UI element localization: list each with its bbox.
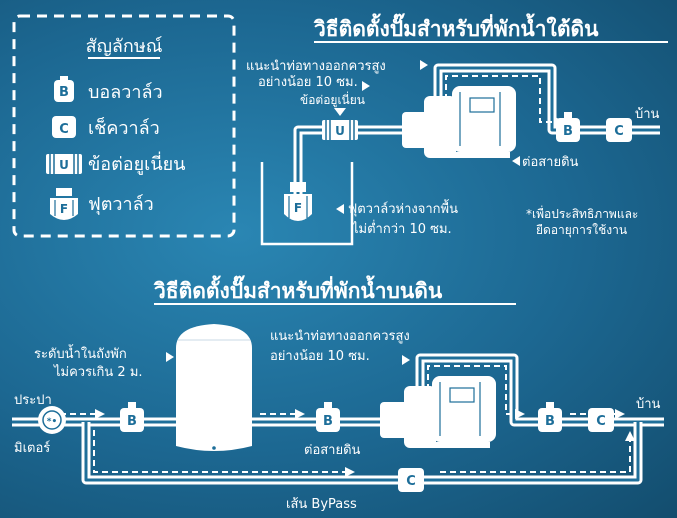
underground-efficiency-note-1: *เพื่อประสิทธิภาพและ <box>526 205 638 221</box>
bypass-label: เส้น ByPass <box>286 497 357 512</box>
underground-section: วิธีติดตั้งปั๊มสำหรับที่พักน้ำใต้ดิน แนะ… <box>246 13 668 246</box>
svg-text:C: C <box>614 124 624 139</box>
underground-outlet-note-1: แนะนำท่อทางออกควรสูง <box>246 59 386 74</box>
underground-tank <box>260 162 354 246</box>
aboveground-ball-valve-3-icon: B <box>538 402 562 432</box>
svg-text:B: B <box>127 414 137 429</box>
svg-text:B: B <box>545 414 555 429</box>
aboveground-section: วิธีติดตั้งปั๊มสำหรับที่พักน้ำบนดิน แนะน… <box>12 275 664 512</box>
water-meter-icon: *• <box>38 406 66 434</box>
svg-text:U: U <box>59 158 69 172</box>
svg-text:B: B <box>59 85 69 100</box>
underground-pump-icon <box>402 86 516 158</box>
svg-text:*•: *• <box>47 417 57 427</box>
underground-title: วิธีติดตั้งปั๊มสำหรับที่พักน้ำใต้ดิน <box>313 13 599 41</box>
svg-text:C: C <box>596 414 606 429</box>
aboveground-outlet-note-2: อย่างน้อย 10 ซม. <box>270 349 370 364</box>
legend-box: สัญลักษณ์ B บอลวาล์ว C เช็ควาล์ว U ข้อต่… <box>12 14 236 238</box>
underground-foot-note-1: ฟุตวาล์วห่างจากพื้น <box>348 199 458 217</box>
underground-union-label: ข้อต่อยูเนี่ยน <box>300 91 365 108</box>
aboveground-outlet-note-1: แนะนำท่อทางออกควรสูง <box>270 329 410 344</box>
aboveground-house-label: บ้าน <box>636 397 661 412</box>
svg-text:C: C <box>406 474 416 489</box>
svg-text:C: C <box>59 122 69 137</box>
aboveground-tank-note-1: ระดับน้ำในถังพัก <box>34 344 127 362</box>
legend-foot-valve-icon: F <box>50 188 78 220</box>
underground-union-icon: U <box>322 120 358 140</box>
legend-ball-valve-icon: B <box>54 76 74 102</box>
underground-foot-valve-icon: F <box>284 182 312 221</box>
svg-text:B: B <box>323 414 333 429</box>
aboveground-pump-icon <box>380 376 496 448</box>
underground-outlet-note-2: อย่างน้อย 10 ซม. <box>258 75 358 90</box>
bypass-check-valve-icon: C <box>398 468 424 492</box>
aboveground-check-valve-icon: C <box>588 408 614 432</box>
legend-label-ball-valve: บอลวาล์ว <box>88 82 163 103</box>
meter-label: มิเตอร์ <box>14 440 50 456</box>
legend-check-valve-icon: C <box>52 116 76 138</box>
supply-label: ประปา <box>14 393 52 408</box>
svg-text:B: B <box>563 124 573 139</box>
underground-house-label: บ้าน <box>635 107 660 122</box>
underground-foot-note-2: ไม่ต่ำกว่า 10 ซม. <box>351 220 452 237</box>
svg-text:F: F <box>60 202 68 216</box>
legend-label-union: ข้อต่อยูเนี่ยน <box>88 151 185 175</box>
underground-efficiency-note-2: ยืดอายุการใช้งาน <box>536 223 627 238</box>
legend-title: สัญลักษณ์ <box>86 36 163 57</box>
aboveground-ground-label: ต่อสายดิน <box>304 443 361 458</box>
aboveground-title: วิธีติดตั้งปั๊มสำหรับที่พักน้ำบนดิน <box>153 275 443 303</box>
underground-ground-label: ต่อสายดิน <box>522 155 579 170</box>
aboveground-ball-valve-1-icon: B <box>120 402 144 432</box>
underground-check-valve-icon: C <box>606 118 632 142</box>
svg-text:U: U <box>335 124 345 138</box>
storage-tank-icon <box>176 324 252 451</box>
legend-label-foot-valve: ฟุตวาล์ว <box>88 194 154 215</box>
legend-union-icon: U <box>46 154 82 174</box>
svg-text:F: F <box>294 201 302 215</box>
underground-ball-valve-icon: B <box>556 112 580 142</box>
legend-label-check-valve: เช็ควาล์ว <box>88 116 160 139</box>
aboveground-tank-note-2: ไม่ควรเกิน 2 ม. <box>53 364 143 380</box>
aboveground-ball-valve-2-icon: B <box>316 402 340 432</box>
